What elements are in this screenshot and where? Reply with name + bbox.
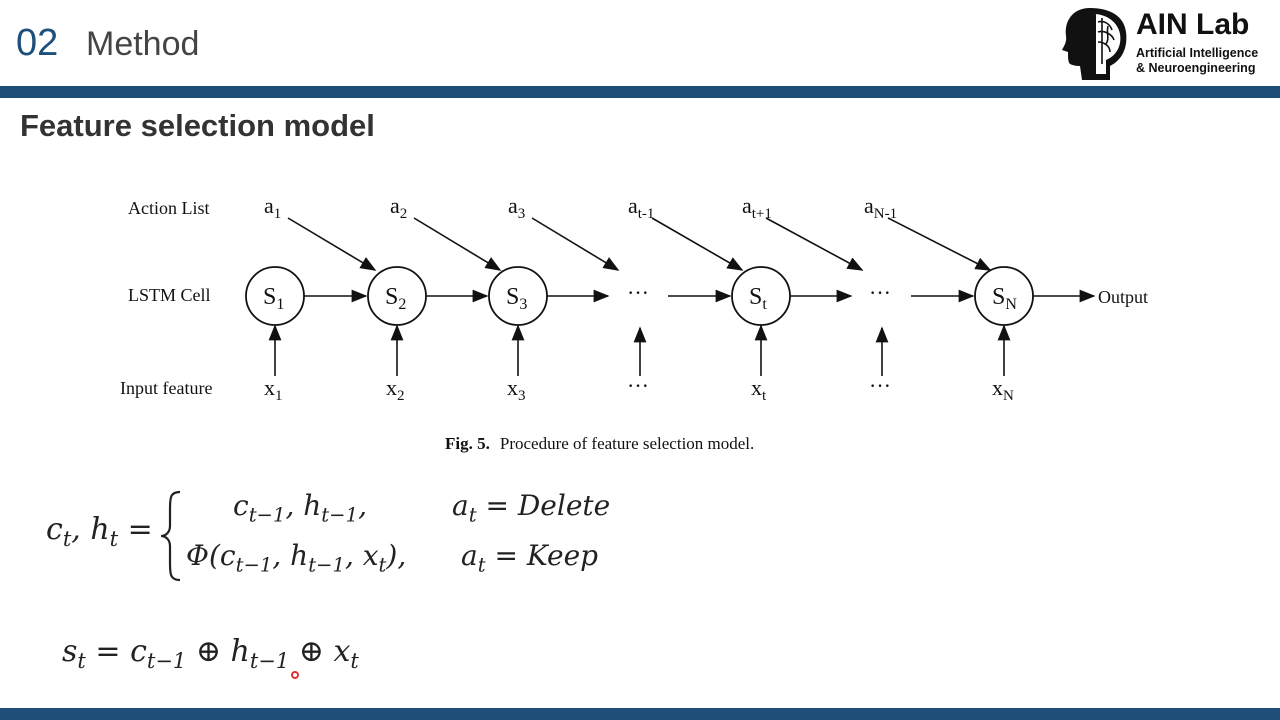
action-label-t-1: at-1 <box>628 193 654 222</box>
equation-case1-value: ct−1, ht−1, <box>233 489 367 527</box>
lstm-cell-2 <box>367 266 427 326</box>
cell-label-2: S2 <box>385 284 406 313</box>
footer-bar <box>0 708 1280 720</box>
lstm-cell-N <box>974 266 1034 326</box>
figure-label: Fig. 5. <box>445 434 490 453</box>
action-arrow-t+1 <box>765 217 864 271</box>
state-equation: st = ct−1 ⊕ ht−1 ⊕ xt <box>62 634 359 673</box>
action-label-t+1: at+1 <box>742 193 772 222</box>
lab-tagline-2: & Neuroengineering <box>1136 61 1256 75</box>
action-label-N-1: aN-1 <box>864 193 897 222</box>
mouse-cursor <box>291 671 299 679</box>
cell-ellipsis-1: ··· <box>869 280 891 305</box>
action-arrow-N-1 <box>887 217 992 271</box>
figure-text: Procedure of feature selection model. <box>499 434 755 453</box>
action-arrow-t-1 <box>651 217 744 271</box>
lab-logo: AIN Lab Artificial Intelligence & Neuroe… <box>1060 4 1270 82</box>
action-label-2: a2 <box>390 193 407 222</box>
input-label-2: x2 <box>386 375 405 404</box>
brain-head-icon <box>1062 8 1127 80</box>
action-arrow-2 <box>413 217 502 271</box>
cell-label-t: St <box>749 284 767 313</box>
action-label-1: a1 <box>264 193 281 222</box>
figure-caption: Fig. 5. Procedure of feature selection mo… <box>445 434 754 454</box>
equation-case2-value: Φ(ct−1, ht−1, xt), <box>186 539 407 577</box>
header-bar <box>0 86 1280 98</box>
input-label-t: xt <box>751 375 767 404</box>
row-label-input: Input feature <box>120 378 212 398</box>
slide-title: Method <box>86 25 200 63</box>
cell-label-3: S3 <box>506 284 527 313</box>
cell-label-1: S1 <box>263 284 284 313</box>
section-subtitle: Feature selection model <box>20 108 375 143</box>
action-label-3: a3 <box>508 193 525 222</box>
cell-label-N: SN <box>992 284 1017 313</box>
lab-name: AIN Lab <box>1136 8 1250 41</box>
lstm-cell-1 <box>245 266 305 326</box>
lstm-cell-t <box>731 266 791 326</box>
slide-number: 02 <box>16 22 59 64</box>
input-ellipsis-0: ··· <box>627 373 649 398</box>
equation-lhs: ct, ht = <box>46 512 153 551</box>
equation-case2-condition: at = Keep <box>461 539 599 577</box>
action-arrow-3 <box>531 217 620 271</box>
input-label-3: x3 <box>507 375 526 404</box>
equation-case1-condition: at = Delete <box>452 489 611 527</box>
feature-selection-diagram: Action List LSTM Cell Input feature S1 S2… <box>120 193 1148 404</box>
equation-brace <box>160 490 181 582</box>
action-arrow-1 <box>287 217 377 271</box>
lab-tagline-1: Artificial Intelligence <box>1136 46 1259 60</box>
input-ellipsis-1: ··· <box>869 373 891 398</box>
row-label-lstm: LSTM Cell <box>128 285 211 305</box>
lstm-cell-3 <box>488 266 548 326</box>
input-label-1: x1 <box>264 375 283 404</box>
input-label-N: xN <box>992 375 1014 404</box>
row-label-action: Action List <box>128 198 210 218</box>
output-label: Output <box>1098 287 1148 307</box>
cell-ellipsis-0: ··· <box>627 280 649 305</box>
